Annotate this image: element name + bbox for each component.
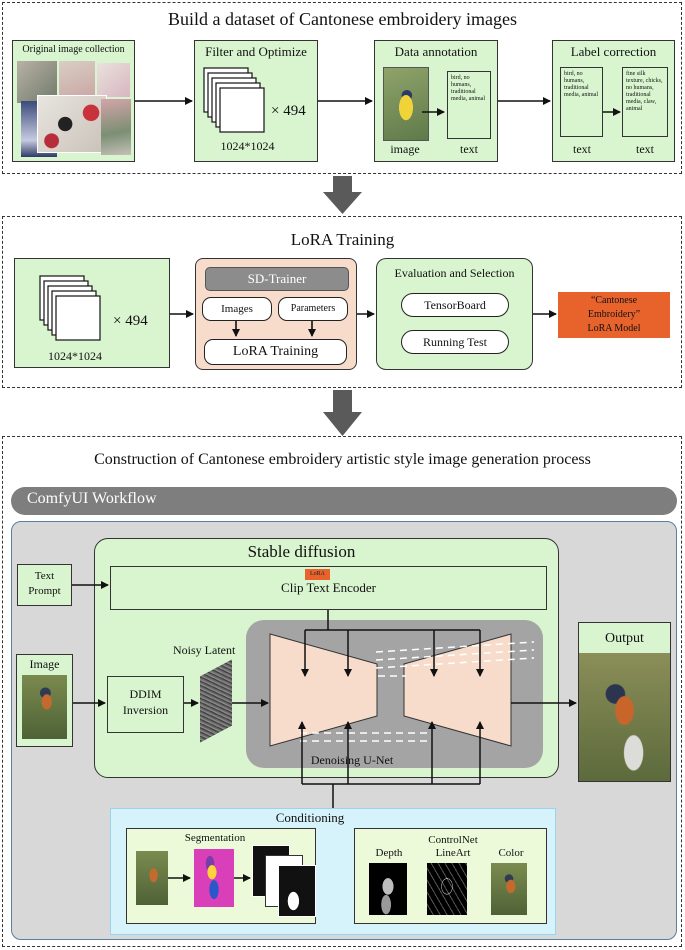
correction-title: Label correction bbox=[570, 44, 657, 59]
segmentation-label: Segmentation bbox=[184, 832, 246, 844]
text-prompt-line1: Text bbox=[34, 570, 55, 582]
qkv-1-kv: K V bbox=[292, 696, 312, 708]
stage2-title: LoRA Training bbox=[290, 230, 395, 249]
unet-lora-tag-left: LoRA bbox=[312, 664, 336, 676]
stage3-title: Construction of Cantonese embroidery art… bbox=[94, 451, 591, 468]
filter-count: × 494 bbox=[271, 103, 306, 119]
qkv-3-q: Q bbox=[429, 683, 437, 695]
stage1-title: Build a dataset of Cantonese embroidery … bbox=[168, 9, 517, 29]
collection-label: Original image collection bbox=[22, 44, 125, 55]
depth-image bbox=[369, 863, 407, 915]
output-box: Output bbox=[578, 622, 671, 782]
training-size: 1024*1024 bbox=[48, 349, 102, 363]
annotation-image bbox=[383, 67, 429, 141]
depth-label: Depth bbox=[375, 847, 403, 859]
stable-diffusion-title: Stable diffusion bbox=[247, 542, 356, 561]
comfyui-workflow-bar: ComfyUI Workflow bbox=[11, 487, 677, 515]
annotation-text-label: text bbox=[460, 142, 478, 156]
annotation-text-panel: bird, no humans, traditional media, anim… bbox=[447, 71, 491, 139]
qkv-4-q: Q bbox=[475, 683, 483, 695]
output-label: Output bbox=[605, 631, 644, 646]
lora-training-node: LoRA Training bbox=[204, 339, 347, 365]
stage3-frame bbox=[2, 436, 682, 947]
collage-photo-5 bbox=[101, 99, 131, 155]
qkv-block-3: Q K V bbox=[416, 678, 450, 720]
ddim-box: DDIM Inversion bbox=[107, 676, 184, 733]
correction-text-panel-2: fine silk texture, chicks, no humans, tr… bbox=[622, 67, 668, 137]
clip-lora-tag: LoRA bbox=[305, 569, 330, 580]
tensorboard-node: TensorBoard bbox=[401, 293, 509, 317]
segmentation-mask-color bbox=[194, 849, 234, 907]
sd-trainer-box: SD-Trainer Images Parameters LoRA Traini… bbox=[195, 258, 357, 370]
ddim-line1: DDIM bbox=[129, 687, 162, 701]
lora-model-line1: “Cantonese bbox=[590, 295, 638, 306]
stage2-frame bbox=[2, 216, 682, 388]
noisy-latent-label: Noisy Latent bbox=[173, 643, 236, 657]
qkv-3-kv: K V bbox=[423, 696, 443, 708]
annotation-image-label: image bbox=[390, 142, 420, 156]
qkv-4-kv: K V bbox=[469, 696, 489, 708]
evaluation-title: Evaluation and Selection bbox=[394, 266, 515, 280]
lora-model-box: “Cantonese Embroidery” LoRA Model bbox=[558, 292, 670, 338]
controlnet-box: ControlNet LineArt Depth Color bbox=[354, 828, 547, 924]
segmentation-box: Segmentation bbox=[126, 828, 316, 924]
image-input-label: Image bbox=[29, 657, 60, 671]
qkv-2-q: Q bbox=[343, 683, 351, 695]
correction-box: Label correction bird, no humans, tradit… bbox=[552, 40, 675, 162]
filter-size: 1024*1024 bbox=[220, 139, 275, 153]
color-image bbox=[491, 863, 527, 915]
filter-box: Filter and Optimize × 494 1024*1024 bbox=[194, 40, 318, 162]
collection-box: Original image collection bbox=[12, 40, 135, 162]
image-input-box: Image bbox=[16, 654, 73, 747]
image-input-photo bbox=[22, 675, 67, 739]
running-test-node: Running Test bbox=[401, 330, 509, 354]
controlnet-line1: ControlNet bbox=[428, 834, 478, 846]
lora-model-line3: LoRA Model bbox=[587, 323, 641, 334]
collage-photo-main bbox=[37, 95, 107, 153]
collage-photo-3 bbox=[97, 63, 130, 97]
qkv-2-kv: K V bbox=[337, 696, 357, 708]
correction-text-label-1: text bbox=[573, 142, 591, 156]
conditioning-label: Conditioning bbox=[275, 810, 345, 825]
clip-encoder-label: Clip Text Encoder bbox=[281, 580, 376, 595]
lora-model-line2: Embroidery” bbox=[587, 309, 641, 320]
correction-text-panel-1: bird, no humans, traditional media, anim… bbox=[560, 67, 603, 137]
output-image bbox=[579, 653, 670, 781]
controlnet-line2: LineArt bbox=[435, 847, 471, 859]
training-input-box: × 494 1024*1024 bbox=[14, 258, 170, 368]
stage1-frame bbox=[2, 2, 682, 174]
qkv-1-q: Q bbox=[298, 683, 306, 695]
parameters-node: Parameters bbox=[278, 297, 348, 321]
text-prompt-line2: Prompt bbox=[28, 585, 61, 597]
collage-photo-2 bbox=[59, 61, 95, 101]
unet-lora-tag-right: LoRA bbox=[443, 664, 467, 676]
sd-trainer-title: SD-Trainer bbox=[205, 267, 349, 291]
qkv-block-4: Q K V bbox=[462, 678, 496, 720]
unet-label: Denoising U-Net bbox=[310, 753, 394, 767]
segmentation-source-image bbox=[136, 851, 168, 905]
big-down-arrow-1 bbox=[323, 176, 362, 214]
color-label: Color bbox=[498, 847, 524, 859]
annotation-box: Data annotation bird, no humans, traditi… bbox=[374, 40, 498, 162]
annotation-title: Data annotation bbox=[394, 44, 478, 59]
comfyui-workflow-label: ComfyUI Workflow bbox=[27, 490, 157, 507]
evaluation-box: Evaluation and Selection TensorBoard Run… bbox=[376, 258, 533, 370]
qkv-block-1: Q K V bbox=[285, 678, 319, 720]
images-node: Images bbox=[202, 297, 272, 321]
training-count: × 494 bbox=[113, 313, 148, 329]
qkv-block-2: Q K V bbox=[330, 678, 364, 720]
segmentation-mask-3 bbox=[278, 865, 316, 917]
big-down-arrow-2 bbox=[323, 390, 362, 436]
text-prompt-box: Text Prompt bbox=[17, 564, 72, 606]
lineart-image bbox=[427, 863, 467, 915]
ddim-line2: Inversion bbox=[122, 703, 169, 717]
filter-title: Filter and Optimize bbox=[205, 44, 307, 59]
correction-text-label-2: text bbox=[636, 142, 654, 156]
